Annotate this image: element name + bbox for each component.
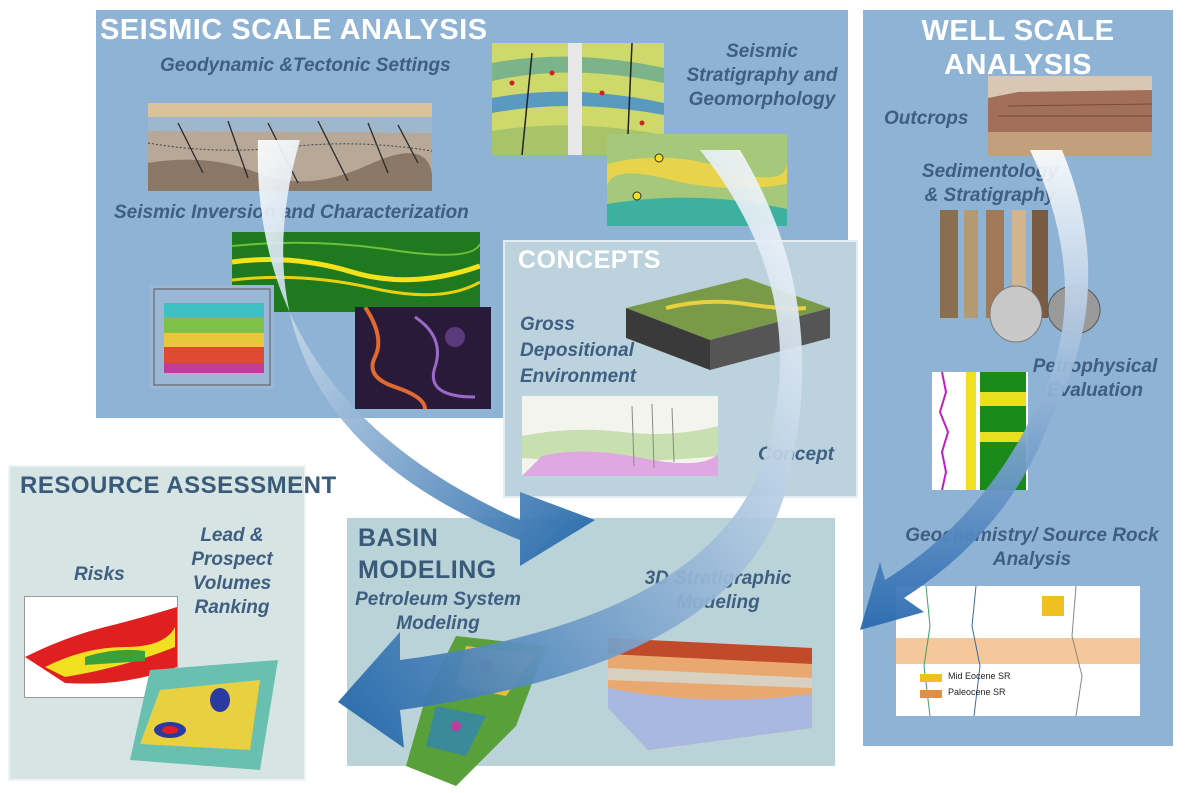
legend-paleocene: Paleocene SR [948,687,1006,697]
channel-attribute-map-image [355,307,491,409]
prospect-volume-map-image [130,660,278,770]
petrophysical-label: Petrophysical Evaluation [1032,356,1158,401]
well-scale-title: WELL SCALE ANALYSIS [921,15,1115,81]
geochemistry-log-image: Mid Eocene SR Paleocene SR [896,586,1140,716]
tectonic-cross-section-image [148,103,432,191]
seismic-stratigraphy-label: Seismic Stratigraphy and Geomorphology [686,41,838,110]
geomorphology-map-image [607,134,787,226]
geodynamic-label: Geodynamic &Tectonic Settings [160,55,451,76]
seismic-inversion-label: Seismic Inversion and Characterization [114,202,469,223]
gross-depositional-label: Gross Depositional Environment [520,314,637,387]
risks-label: Risks [74,564,125,585]
outcrop-photo [988,76,1152,156]
depositional-block-model-image [626,278,830,370]
seismic-scale-title: SEISMIC SCALE ANALYSIS [100,14,488,46]
petroleum-system-label: Petroleum System Modeling [355,589,521,634]
3d-stratigraphic-label: 3D Stratigraphic Modeling [644,568,792,613]
outcrops-label: Outcrops [884,108,969,129]
well-log-image [932,372,1028,490]
3d-seismic-cube-image [150,285,274,389]
concepts-title: CONCEPTS [518,246,661,274]
geochemistry-label: Geochemistry/ Source Rock Analysis [905,525,1159,570]
legend-mid-eocene: Mid Eocene SR [948,671,1011,681]
lead-prospect-label: Lead & Prospect Volumes Ranking [191,525,273,618]
resource-assessment-title: RESOURCE ASSESSMENT [20,472,337,499]
sedimentology-label: Sedimentology & Stratigraphy [921,161,1059,206]
fossil-image [986,282,1104,344]
3d-stratigraphic-model-image [608,628,812,750]
petroleum-system-model-image [396,636,556,786]
concept-cross-section-image [522,396,718,476]
concept-label: Concept [758,444,834,465]
basin-modeling-title: BASIN MODELING [358,524,497,584]
